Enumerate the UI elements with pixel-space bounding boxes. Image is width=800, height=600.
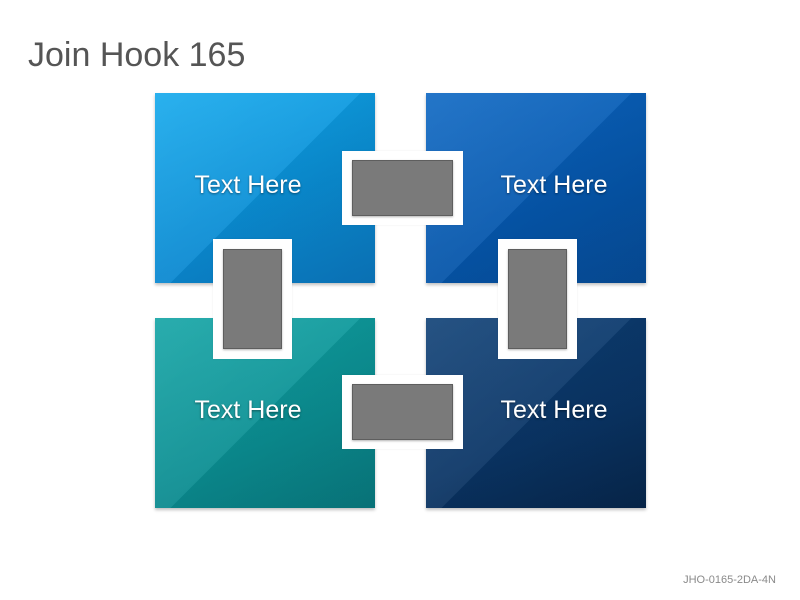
tile-top-left: Text Here xyxy=(155,93,375,283)
connector-right xyxy=(498,239,577,359)
tile-label: Text Here xyxy=(500,171,608,199)
connector-plate xyxy=(223,249,282,349)
connector-plate xyxy=(352,384,453,440)
tile-label: Text Here xyxy=(500,396,608,424)
tile-label: Text Here xyxy=(194,396,302,424)
connector-plate xyxy=(352,160,453,216)
connector-bottom xyxy=(342,375,463,449)
connector-top xyxy=(342,151,463,225)
connector-left xyxy=(213,239,292,359)
slide-code: JHO-0165-2DA-4N xyxy=(683,574,776,586)
tile-bottom-left: Text Here xyxy=(155,318,375,508)
connector-plate xyxy=(508,249,567,349)
slide-title: Join Hook 165 xyxy=(28,36,246,74)
tile-label: Text Here xyxy=(194,171,302,199)
